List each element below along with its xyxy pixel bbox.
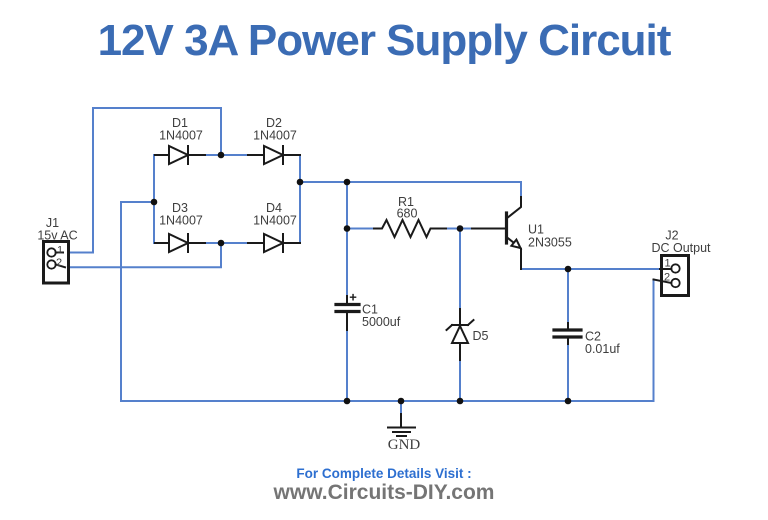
diode-d4 xyxy=(247,232,301,254)
j2-pin2-number: 2 xyxy=(664,272,670,284)
d3-ref: D3 xyxy=(172,201,188,215)
c1-polarity: + xyxy=(349,290,357,305)
wire-positive-rail xyxy=(299,181,522,198)
wire-ground-rail xyxy=(120,201,655,402)
zener-d5 xyxy=(445,308,475,361)
wires xyxy=(61,107,661,415)
junction-dot xyxy=(564,265,572,273)
emitter-arrow-icon xyxy=(509,237,523,250)
junction-dot xyxy=(217,239,225,247)
d1-ref: D1 xyxy=(172,116,188,130)
j1-pin1-circle xyxy=(46,247,57,258)
j1-pin1-number: 1 xyxy=(57,245,63,257)
junction-dot xyxy=(343,397,351,405)
diode-d2 xyxy=(247,144,301,166)
connector-j1 xyxy=(42,240,70,285)
junction-dot xyxy=(456,225,464,232)
j2-pin1-circle xyxy=(670,263,681,274)
resistor-r1 xyxy=(373,217,447,240)
wire-bridge-mids xyxy=(204,154,249,244)
u1-value: 2N3055 xyxy=(528,236,572,250)
connector-j2 xyxy=(652,254,690,297)
j2-value: DC Output xyxy=(651,241,711,255)
c1-ref: C1 xyxy=(362,303,378,317)
diode-d3 xyxy=(154,232,206,254)
c2-value: 0.01uf xyxy=(585,342,620,356)
transistor-u1 xyxy=(471,196,523,270)
capacitor-c2 xyxy=(552,322,583,345)
junction-dot xyxy=(456,397,464,405)
j2-pin1-number: 1 xyxy=(664,257,670,269)
gnd-label: GND xyxy=(388,437,421,453)
d4-ref: D4 xyxy=(266,201,282,215)
junction-dot xyxy=(564,397,572,405)
junction-dot xyxy=(343,225,351,232)
j1-ref: J1 xyxy=(46,216,59,230)
labels: D1 1N4007 D2 1N4007 D3 1N4007 D4 1N4007 … xyxy=(37,116,711,453)
diode-d1 xyxy=(154,144,206,166)
c2-ref: C2 xyxy=(585,330,601,344)
capacitor-c1 xyxy=(334,295,361,331)
r1-ref: R1 xyxy=(398,195,414,209)
d3-value: 1N4007 xyxy=(159,214,203,228)
wire-ac1 xyxy=(61,107,222,254)
j1-pin2-circle xyxy=(46,259,57,270)
footer-website-text: www.Circuits-DIY.com xyxy=(273,481,495,504)
junction-dot xyxy=(296,178,304,186)
junction-dot xyxy=(343,178,351,186)
j1-pin2-number: 2 xyxy=(56,257,62,269)
d1-value: 1N4007 xyxy=(159,129,203,143)
footer-visit-text: For Complete Details Visit : xyxy=(296,466,472,481)
junction-dot xyxy=(397,397,405,405)
ground-symbol-icon xyxy=(387,413,416,437)
j1-value: 15v AC xyxy=(37,229,77,243)
d2-ref: D2 xyxy=(266,116,282,130)
d5-ref: D5 xyxy=(473,329,489,343)
d4-value: 1N4007 xyxy=(253,214,297,228)
c1-value: 5000uf xyxy=(362,315,401,329)
u1-ref: U1 xyxy=(528,223,544,237)
j2-pin2-circle xyxy=(670,277,681,289)
page-title: 12V 3A Power Supply Circuit xyxy=(97,16,672,65)
bridge-rectifier xyxy=(154,144,301,254)
j2-ref: J2 xyxy=(665,229,678,243)
junction-dot xyxy=(150,198,158,206)
d2-value: 1N4007 xyxy=(253,129,297,143)
wire-ac2 xyxy=(63,245,222,269)
r1-value: 680 xyxy=(397,207,418,221)
junction-dots xyxy=(150,151,572,405)
junction-dot xyxy=(217,151,225,159)
